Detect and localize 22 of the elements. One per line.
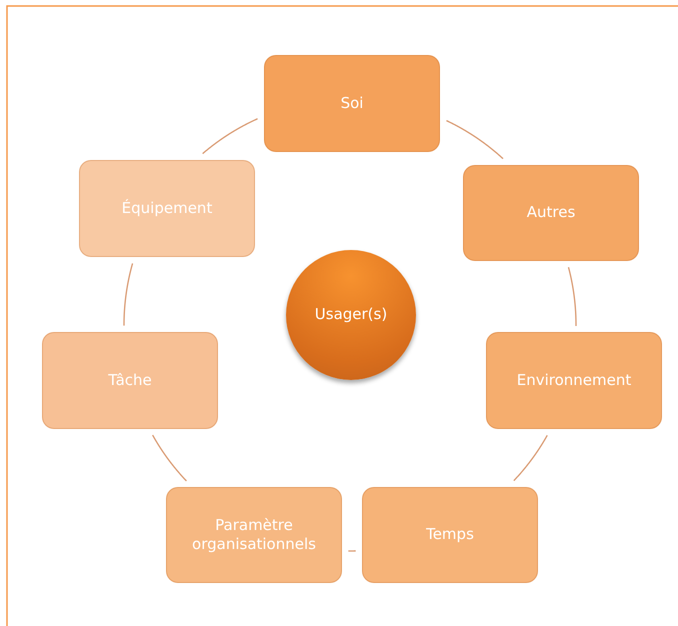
connector-arc [123,263,134,326]
node-label: Temps [425,525,475,545]
node-label: Autres [526,203,576,223]
connector-arc [446,120,504,160]
connector-arc [348,550,356,552]
connector-arc [568,266,577,326]
connector-arc [513,435,548,482]
category-box [166,487,342,583]
node-label: Tâche [107,370,153,390]
category-box [362,487,538,583]
node-label: Environnement [516,370,632,390]
category-box [42,332,218,429]
category-box [79,160,255,257]
connector-arc [152,434,187,482]
connector-arc [202,118,258,154]
category-box [463,165,639,261]
node-label: Soi [340,94,364,114]
category-box [264,55,440,152]
node-label: Équipement [120,198,214,218]
node-label: Paramètre organisationnels [191,516,317,554]
node-label: Usager(s) [314,305,388,325]
category-box [486,332,662,429]
